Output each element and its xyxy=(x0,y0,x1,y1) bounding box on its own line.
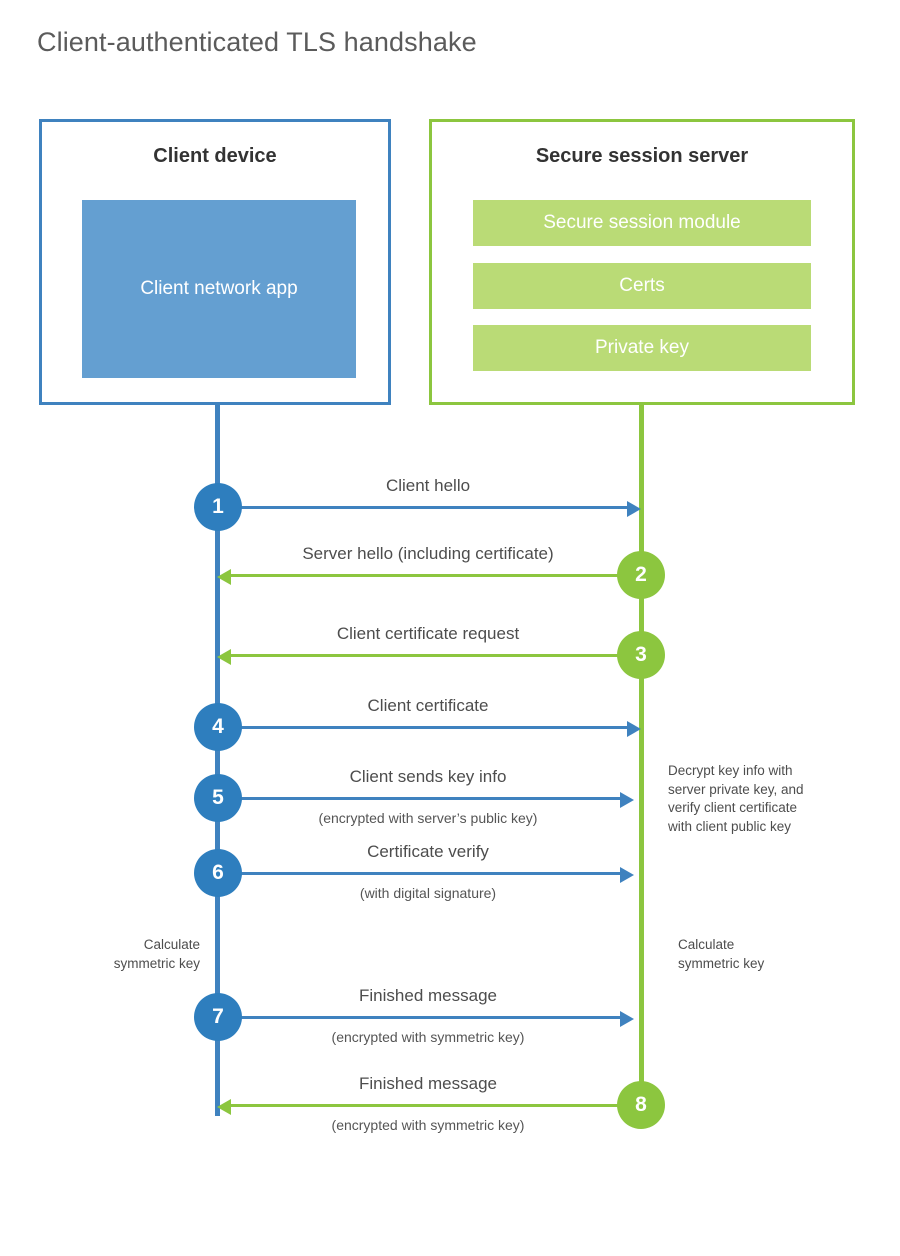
client-network-app-block: Client network app xyxy=(82,200,356,378)
step-5-arrow-shaft xyxy=(218,796,621,800)
step-7-arrowhead xyxy=(620,1010,634,1027)
client-calc-line-2: symmetric key xyxy=(113,955,200,971)
step-marker-7[interactable]: 7 xyxy=(194,993,242,1041)
server-decrypt-line-2: server private key, and xyxy=(668,781,804,797)
step-7-arrow-shaft xyxy=(218,1015,621,1019)
server-calculate-symmetric-key-annotation: Calculate symmetric key xyxy=(678,936,858,973)
page-title: Client-authenticated TLS handshake xyxy=(37,27,477,57)
step-marker-6[interactable]: 6 xyxy=(194,849,242,897)
server-decrypt-line-4: with client public key xyxy=(668,818,792,834)
step-1-arrowhead xyxy=(627,500,641,517)
server-decrypt-line-3: verify client certificate xyxy=(668,800,798,816)
step-4-arrow-shaft xyxy=(218,725,628,729)
actor-box-client: Client device Client network app xyxy=(39,119,391,405)
step-8-sublabel: (encrypted with symmetric key) xyxy=(331,1117,525,1133)
client-lifeline xyxy=(215,404,220,1116)
step-8-arrowhead xyxy=(217,1098,231,1115)
server-calc-line-2: symmetric key xyxy=(678,955,765,971)
step-5-label: Client sends key info xyxy=(349,767,507,786)
server-decrypt-annotation: Decrypt key info with server private key… xyxy=(668,762,840,837)
step-8-label: Finished message xyxy=(359,1074,497,1093)
step-2-label: Server hello (including certificate) xyxy=(302,544,554,563)
step-6-arrowhead xyxy=(620,866,634,883)
step-7-label: Finished message xyxy=(359,986,497,1005)
server-lifeline xyxy=(639,404,644,1106)
step-4-label: Client certificate xyxy=(367,696,489,715)
step-7-sublabel: (encrypted with symmetric key) xyxy=(331,1029,525,1045)
step-6-arrow-shaft xyxy=(218,871,621,875)
client-box-title: Client device xyxy=(153,145,277,167)
step-1-label: Client hello xyxy=(385,476,471,495)
step-4-arrowhead xyxy=(627,720,641,737)
step-8-arrow-shaft xyxy=(230,1103,625,1107)
certs-block: Certs xyxy=(473,263,811,309)
step-marker-2[interactable]: 2 xyxy=(617,551,665,599)
step-marker-1[interactable]: 1 xyxy=(194,483,242,531)
step-5-sublabel: (encrypted with server’s public key) xyxy=(318,810,538,826)
client-calculate-symmetric-key-annotation: Calculate symmetric key xyxy=(38,936,200,973)
step-1-arrow-shaft xyxy=(218,505,628,509)
server-box-title: Secure session server xyxy=(535,145,749,167)
step-2-arrowhead xyxy=(217,568,231,585)
step-marker-3[interactable]: 3 xyxy=(617,631,665,679)
actor-box-server: Secure session server Secure session mod… xyxy=(429,119,855,405)
step-3-label: Client certificate request xyxy=(336,624,520,643)
step-marker-5[interactable]: 5 xyxy=(194,774,242,822)
client-calc-line-1: Calculate xyxy=(143,937,200,952)
private-key-block: Private key xyxy=(473,325,811,371)
step-3-arrowhead xyxy=(217,648,231,665)
step-marker-8[interactable]: 8 xyxy=(617,1081,665,1129)
step-2-arrow-shaft xyxy=(230,573,625,577)
secure-session-module-block: Secure session module xyxy=(473,200,811,246)
step-3-arrow-shaft xyxy=(230,653,625,657)
step-6-sublabel: (with digital signature) xyxy=(359,885,497,901)
step-6-label: Certificate verify xyxy=(367,842,489,861)
server-decrypt-line-1: Decrypt key info with xyxy=(668,763,793,778)
step-marker-4[interactable]: 4 xyxy=(194,703,242,751)
step-5-arrowhead xyxy=(620,791,634,808)
server-calc-line-1: Calculate xyxy=(678,937,735,952)
